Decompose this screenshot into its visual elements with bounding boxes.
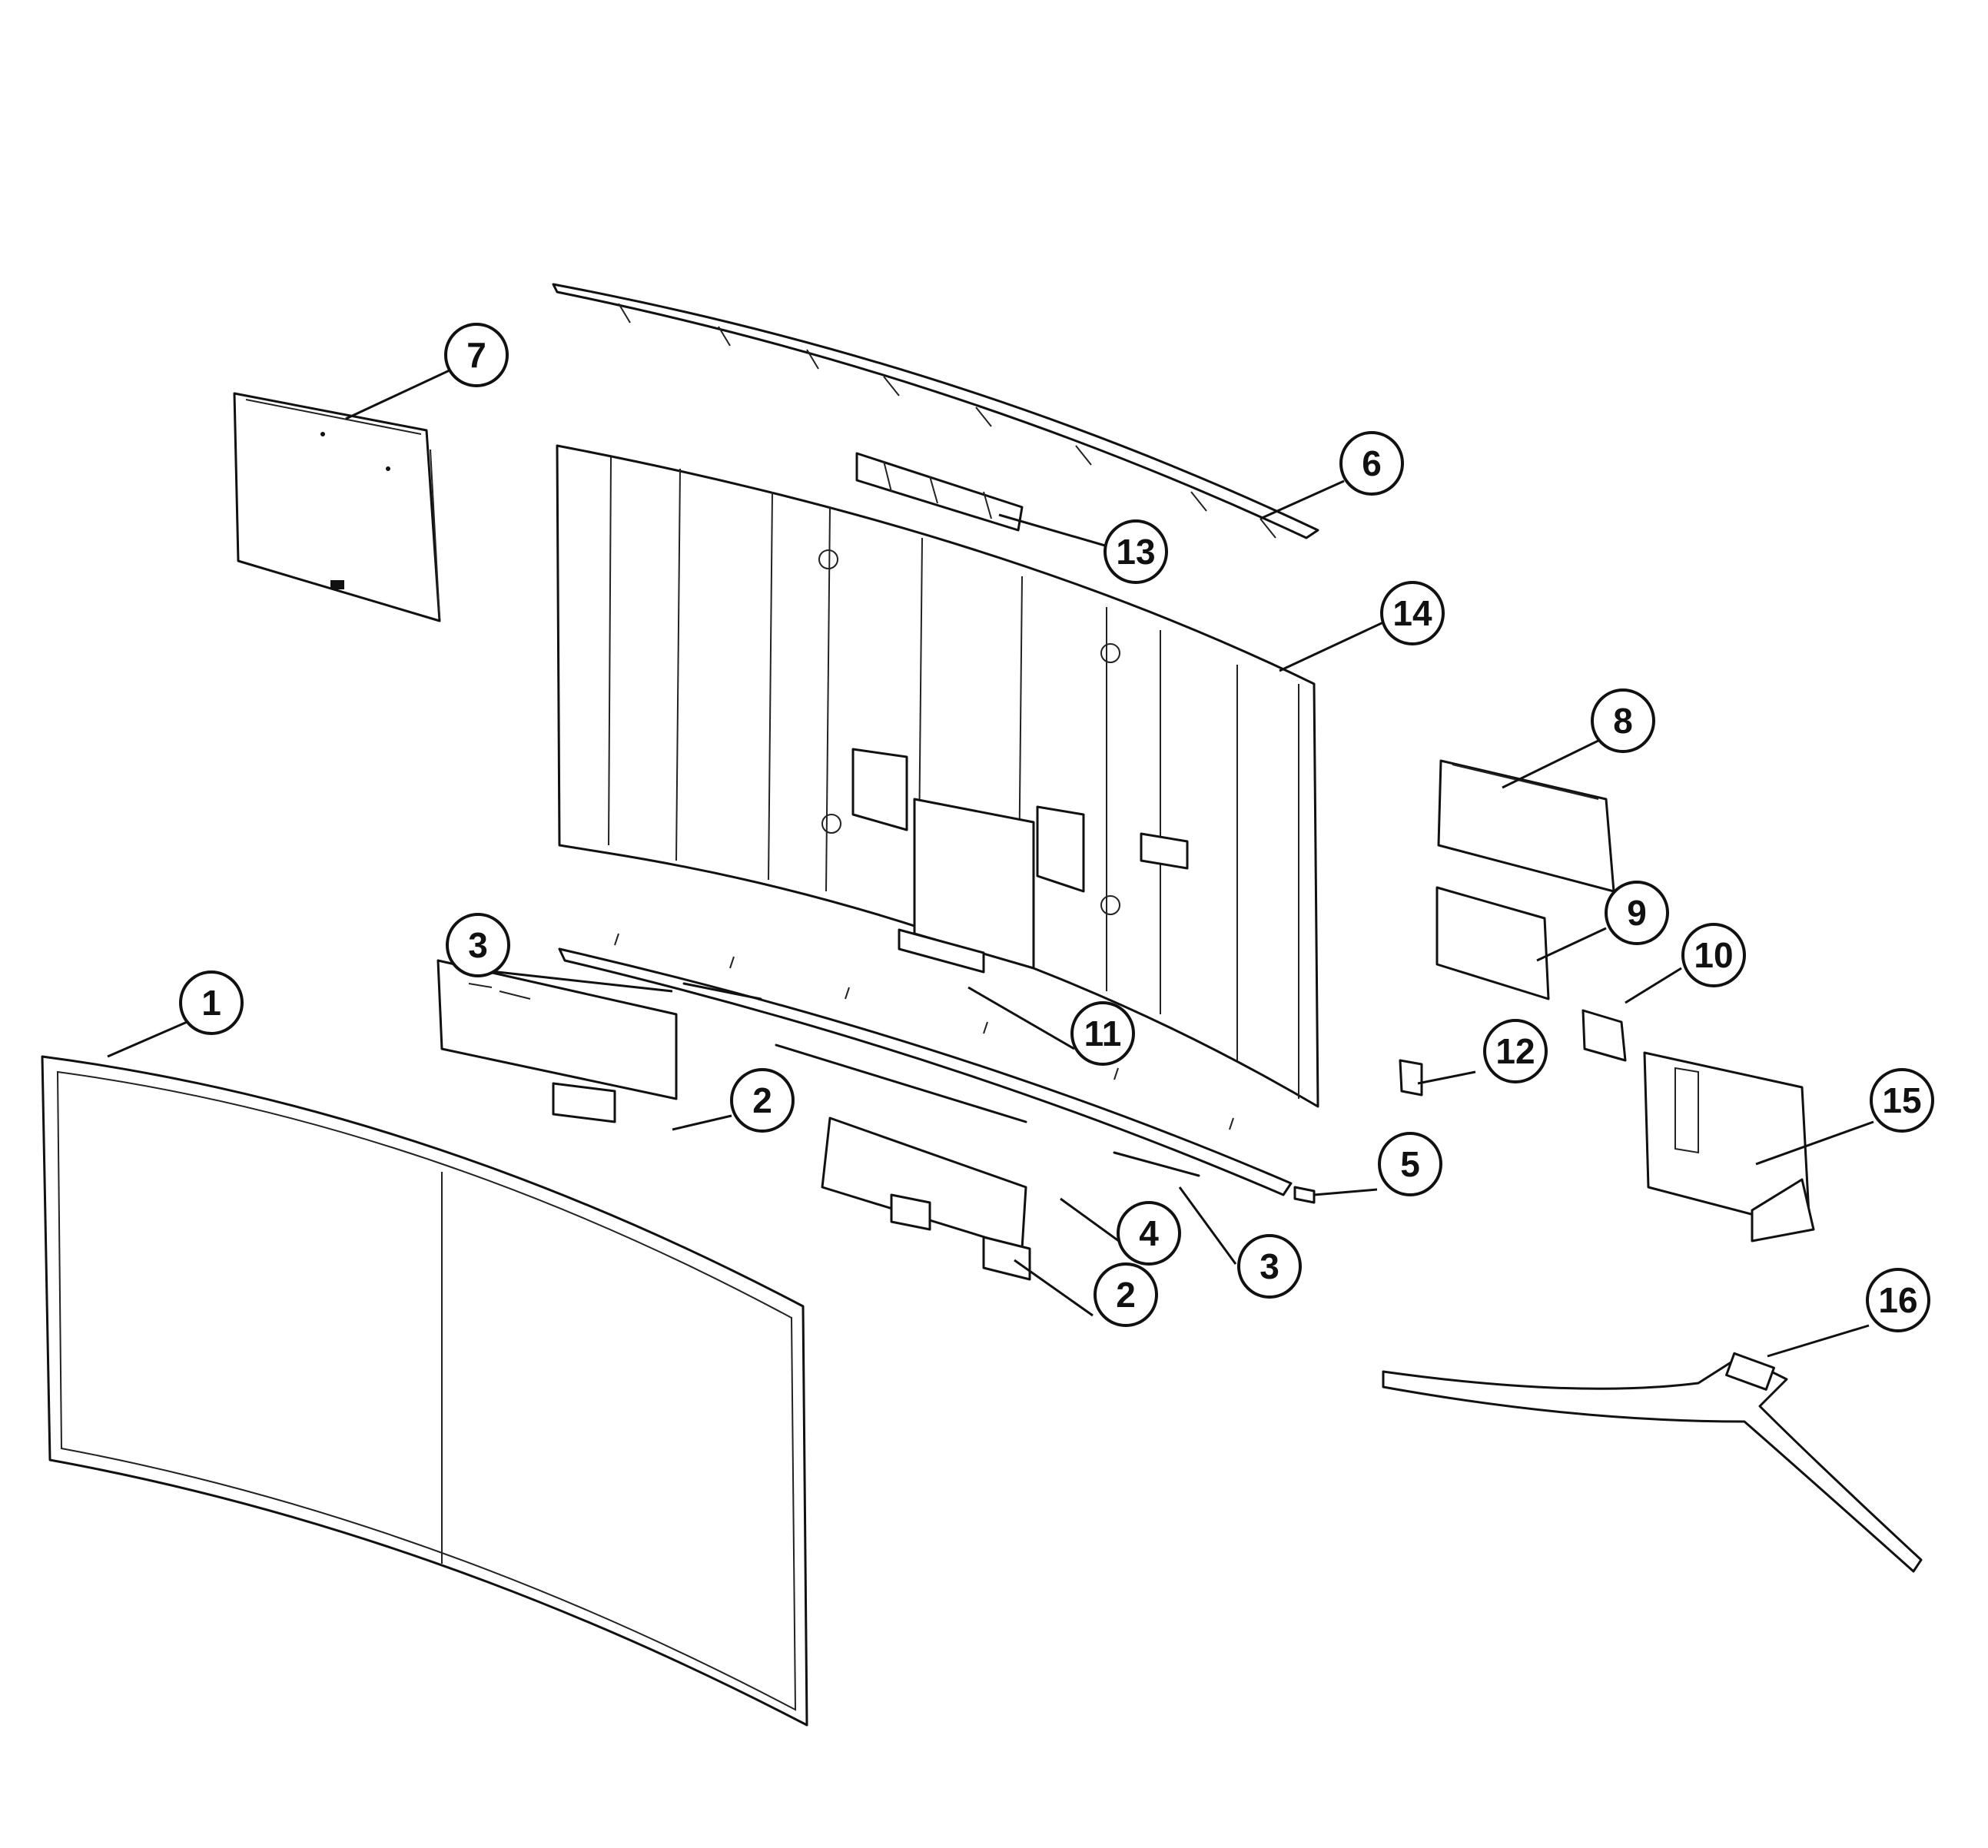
callout-15-label: 15 <box>1882 1080 1921 1120</box>
callout-3-lower-label: 3 <box>1260 1246 1279 1286</box>
part-16-stand-base <box>1382 1352 1923 1573</box>
part-2-speaker-left <box>436 959 678 1123</box>
callout-12-label: 12 <box>1495 1031 1535 1071</box>
callout-12: 12 <box>1483 1019 1548 1083</box>
callout-2-lower-label: 2 <box>1116 1275 1136 1315</box>
part-5-clip <box>1293 1186 1316 1204</box>
callout-5: 5 <box>1378 1132 1442 1196</box>
part-8-power-board <box>1437 759 1615 893</box>
callout-6: 6 <box>1339 431 1404 496</box>
callout-4-label: 4 <box>1139 1213 1159 1253</box>
callout-7: 7 <box>444 323 509 387</box>
callout-16-label: 16 <box>1878 1280 1917 1320</box>
part-13-top-bracket <box>855 452 1024 532</box>
callout-2-upper: 2 <box>730 1068 795 1133</box>
callout-3-upper: 3 <box>446 913 510 977</box>
part-12-bracket <box>1399 1059 1423 1097</box>
callout-9-label: 9 <box>1627 893 1647 933</box>
part-11-center-bracket <box>898 928 985 974</box>
callout-7-label: 7 <box>466 335 486 375</box>
callout-15: 15 <box>1870 1068 1934 1133</box>
callout-1-label: 1 <box>201 983 221 1023</box>
callout-4: 4 <box>1117 1201 1181 1266</box>
callout-10-label: 10 <box>1694 935 1733 975</box>
callout-14: 14 <box>1380 581 1445 645</box>
part-4-trim <box>682 982 1200 1177</box>
callout-8: 8 <box>1591 688 1655 753</box>
callout-6-label: 6 <box>1362 443 1382 483</box>
part-2-speaker-right <box>821 1116 1031 1281</box>
callout-13: 13 <box>1104 519 1168 584</box>
leader-lines <box>107 369 1874 1358</box>
callout-10: 10 <box>1681 923 1746 987</box>
callout-16: 16 <box>1866 1268 1930 1332</box>
part-14-rear-chassis <box>556 444 1319 1108</box>
callout-9: 9 <box>1605 881 1669 945</box>
callout-11: 11 <box>1070 1001 1135 1066</box>
callout-8-label: 8 <box>1613 701 1633 741</box>
part-3-bottom-bar <box>558 933 1293 1196</box>
part-9-sub-board <box>1435 886 1550 1000</box>
part-10-small-board <box>1581 1009 1627 1062</box>
part-1-front-panel <box>41 1055 808 1727</box>
part-7-main-board <box>233 392 441 622</box>
callout-14-label: 14 <box>1392 593 1432 633</box>
callout-2-lower: 2 <box>1094 1262 1158 1327</box>
callout-2-upper-label: 2 <box>752 1080 772 1120</box>
callout-3-upper-label: 3 <box>468 925 488 965</box>
callout-1: 1 <box>179 970 244 1035</box>
callout-13-label: 13 <box>1116 532 1155 572</box>
callout-5-label: 5 <box>1400 1144 1420 1184</box>
callout-11-label: 11 <box>1084 1014 1122 1053</box>
part-15-stand-neck <box>1643 1051 1815 1243</box>
part-6-top-cover <box>552 283 1319 539</box>
callout-3-lower: 3 <box>1237 1234 1302 1299</box>
